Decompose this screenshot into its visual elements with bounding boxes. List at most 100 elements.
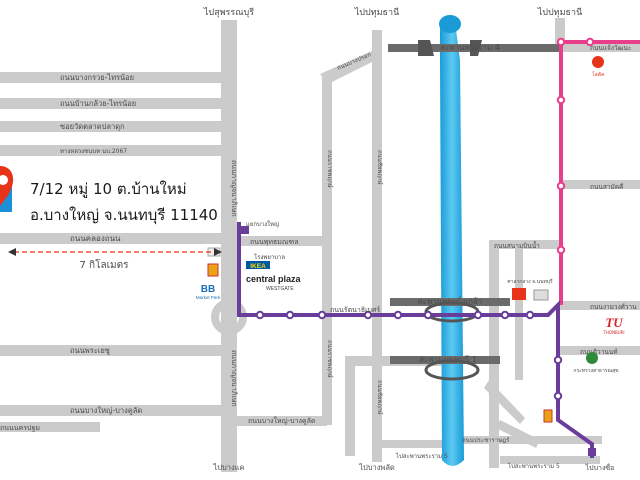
label-sanambinnam: ถนนสนามบินน้ำ xyxy=(494,241,540,250)
bb-market-icon: BB Market Park xyxy=(196,284,221,300)
label-pracharat: ถนนประชาราษฎร์ xyxy=(462,436,510,444)
tu-sub: THONBURI xyxy=(602,330,624,335)
label-ratchaphruek-low: ถนนราชพฤกษ์ xyxy=(326,340,334,378)
label-ratanathibet: ถนนรัตนาธิเบศร์ xyxy=(330,306,380,314)
label-samakkhi: ถนนสามัคคี xyxy=(590,183,623,191)
purple-line-path xyxy=(237,222,594,458)
road-bankluay-sainoi xyxy=(0,98,232,109)
chao-phraya-river xyxy=(439,15,464,466)
ikea-label: IKEA xyxy=(250,263,266,270)
direction-bottom-right: ไปบางซื่อ xyxy=(585,463,615,472)
direction-bottom-left: ไปบางแค xyxy=(212,463,244,472)
road-top-right-vertical xyxy=(555,18,565,48)
road-wat-talad xyxy=(0,121,232,132)
purple-station xyxy=(500,310,510,320)
label-nakhon-pathom: ถนนนครปฐม xyxy=(0,424,40,432)
distance-label: 7 กิโลเมตร xyxy=(80,258,130,271)
address-line1: 7/12 หมู่ 10 ต.บ้านใหม่ xyxy=(30,180,187,198)
purple-station xyxy=(393,310,403,320)
label-bang-yai-bangkulat: ถนนบางใหญ่-บางคูลัด xyxy=(70,406,142,415)
direction-top-mid: ไปปทุมธานี xyxy=(354,7,400,18)
label-rural-2067: ทางหลวงชนบท นบ.2067 xyxy=(60,148,127,155)
road-east-vertical xyxy=(489,240,499,468)
label-chaiyaphruek-low: ถนนชัยพฤกษ์ xyxy=(376,380,384,415)
pink-station xyxy=(556,95,566,105)
purple-terminal-icon xyxy=(241,226,249,234)
direction-labels: ไปสุพรรณบุรี ไปปทุมธานี ไปปทุมธานี ไปบาง… xyxy=(203,7,614,472)
road-tiwanon xyxy=(560,346,640,355)
pink-line-path xyxy=(559,40,640,305)
river-body xyxy=(440,16,464,466)
label-bangkruai-sainoi: ถนนบางกรวย-ไทรน้อย xyxy=(60,73,134,82)
road-top-diagonal xyxy=(320,50,380,84)
pink-line xyxy=(556,37,640,305)
pink-station xyxy=(556,181,566,191)
label-phetkasem: ถนนพระเยซู xyxy=(70,346,110,355)
central-plaza-sub: WESTGATE xyxy=(266,286,294,292)
road-labels: ถนนบางกรวย-ไทรน้อย ถนนบ้านกล้วย-ไทรน้อย … xyxy=(0,44,637,470)
address-line2: อ.บางใหญ่ จ.นนทบุรี 11140 xyxy=(30,206,218,225)
label-to-rama5: ไปสะพานพระราม 5 xyxy=(395,452,448,460)
road-sign-icon xyxy=(207,263,219,277)
road-phetkasem xyxy=(0,345,232,356)
road-rama5-approach xyxy=(345,356,355,456)
road-khlong-thanon xyxy=(0,233,232,244)
road-network xyxy=(0,18,640,472)
pink-station xyxy=(556,37,566,47)
road-chaiyaphruek xyxy=(372,30,382,462)
road-samakkhi xyxy=(560,180,640,189)
purple-station xyxy=(363,310,373,320)
road-rama5 xyxy=(382,440,444,448)
purple-station xyxy=(317,310,327,320)
road-bangkruai-sainoi xyxy=(0,72,232,83)
label-ngam-wong-wan: ถนนงามวงศ์วาน xyxy=(590,303,637,311)
label-khlong-thanon: ถนนคลองถนน xyxy=(70,234,121,243)
direction-top-left: ไปสุพรรณบุรี xyxy=(203,7,254,18)
place-bang-yai-junction: แยกบางใหญ่ xyxy=(246,220,279,228)
purple-line xyxy=(237,222,596,458)
pink-station xyxy=(585,37,595,47)
city-hall-icon: ศาลากลาง จ.นนทบุรี xyxy=(507,278,553,301)
label-bang-kruai-central: ถนนบางใหญ่-บางคูลัด xyxy=(248,416,315,425)
label-to-rama5-b: ไปสะพานพระราม 5 xyxy=(507,462,560,470)
road-east-vertical-2 xyxy=(515,240,523,380)
address-block: 7/12 หมู่ 10 ต.บ้านใหม่ อ.บางใหญ่ จ.นนทบ… xyxy=(30,180,218,225)
bb-label: BB xyxy=(201,284,215,295)
place-pharm: โรงพยาบาล xyxy=(254,253,285,261)
tu-icon: TU THONBURI xyxy=(602,315,624,335)
purple-station xyxy=(473,310,483,320)
road-kanchanaphisek xyxy=(221,20,237,472)
road-rama5-east xyxy=(500,456,600,464)
bridge-nonthaburi1-label: สะพานนนทบุรี 1 xyxy=(419,355,477,364)
places: แยกบางใหญ่ IKEA central plaza WESTGATE โ… xyxy=(196,56,625,423)
road-ngam-wong-wan xyxy=(560,301,640,310)
ikea-logo xyxy=(246,261,270,269)
river-top-cap xyxy=(439,15,461,33)
label-chaeng-wattana: ถนนแจ้งวัฒนะ xyxy=(590,44,631,52)
direction-top-right: ไปปทุมธานี xyxy=(537,7,583,18)
purple-station xyxy=(255,310,265,320)
road-ratchaphruek xyxy=(322,75,332,425)
road-sanambinnam xyxy=(489,240,561,249)
label-chaiyaphruek: ถนนชัยพฤกษ์ xyxy=(376,150,384,185)
purple-end-icon xyxy=(588,448,596,456)
label-kanchanaphisek: ถนนกาญจนาภิเษก xyxy=(230,160,238,217)
tu-label: TU xyxy=(605,315,623,330)
label-bankluay-sainoi: ถนนบ้านกล้วย-ไทรน้อย xyxy=(60,99,136,108)
bridge-nonthaburi1: สะพานนนทบุรี 1 xyxy=(390,355,500,381)
label-wat-talad: ซอยวัดตลาดปลาดุก xyxy=(60,122,125,131)
label-tiwanon: ถนนติวานนท์ xyxy=(580,348,618,356)
homepro-icon xyxy=(543,409,553,423)
city-hall-label: ศาลากลาง จ.นนทบุรี xyxy=(507,278,553,285)
bridge-rama4: สะพานพระราม 4 xyxy=(388,40,560,56)
label-chaeng-wattana-west: ถนนพุทธมณฑล xyxy=(250,238,299,246)
bridge-phra-nang-klao-label: สะพานพระนั่งเกล้า xyxy=(418,295,483,306)
purple-station xyxy=(553,391,563,401)
road-east-diagonal-2 xyxy=(496,420,540,448)
bridges: สะพานพระราม 4 สะพานพระนั่งเกล้า สะพานนนท… xyxy=(388,40,560,381)
lotus-label: โลตัส xyxy=(592,71,604,78)
road-nakhon-pathom xyxy=(0,422,100,432)
purple-station xyxy=(553,355,563,365)
road-bang-kruai-central xyxy=(232,416,327,426)
road-chaeng-wattana-west xyxy=(232,236,327,246)
